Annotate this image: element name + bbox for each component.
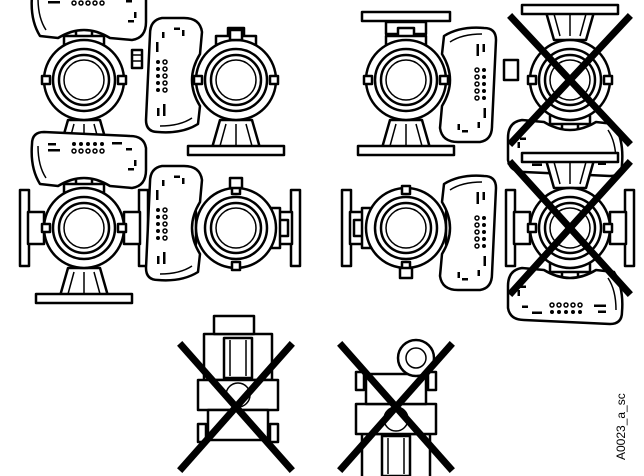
- figure-reference-code: A0023_a_sc: [614, 393, 628, 460]
- position-r1-p3: [356, 10, 498, 157]
- position-r2-p3: [340, 174, 498, 292]
- position-r2-p4: [504, 151, 636, 326]
- position-r1-p1: [30, 0, 148, 157]
- not-allowed-cross-r3-p1: [177, 341, 295, 473]
- position-r3-p1: [177, 314, 295, 473]
- position-r3-p2: [337, 338, 455, 476]
- position-r1-p4: [502, 3, 633, 178]
- not-allowed-cross-r2-p4: [507, 159, 633, 297]
- position-r2-p2: [144, 164, 302, 282]
- position-r1-p2: [144, 16, 286, 157]
- position-r2-p1: [18, 130, 150, 305]
- not-allowed-cross-r3-p2: [337, 341, 455, 473]
- not-allowed-cross-r1-p4: [507, 13, 633, 147]
